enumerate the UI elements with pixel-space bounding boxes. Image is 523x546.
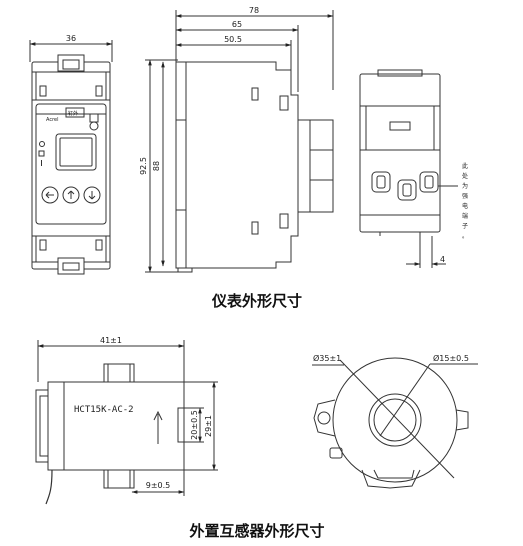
meter-front-dim: 50.5 xyxy=(224,35,242,44)
meter-model-label: 钉外 xyxy=(68,110,78,117)
meter-caption: 仪表外形尺寸 xyxy=(211,292,302,310)
meter-height-inner-dim: 88 xyxy=(152,161,161,171)
ct-front-view xyxy=(312,357,478,489)
svg-text:端: 端 xyxy=(462,212,468,220)
svg-text:此: 此 xyxy=(462,162,468,170)
meter-total-depth-dim: 78 xyxy=(249,6,259,15)
meter-brand: Acrel xyxy=(46,117,59,123)
svg-text:处: 处 xyxy=(462,172,468,180)
ct-h2-dim: 29±1 xyxy=(204,415,213,437)
meter-rear-view xyxy=(359,69,458,268)
svg-text:电: 电 xyxy=(462,202,468,210)
ct-offset-dim: 9±0.5 xyxy=(146,481,171,490)
ct-length-dim: 41±1 xyxy=(100,336,122,345)
ct-h1-dim: 20±0.5 xyxy=(190,410,199,440)
svg-text:。: 。 xyxy=(462,233,468,240)
ct-model-label: HCT15K-AC-2 xyxy=(74,405,134,415)
svg-text:为: 为 xyxy=(462,182,468,190)
meter-front-view xyxy=(29,40,113,275)
ct-side-view xyxy=(35,340,218,505)
svg-text:强: 强 xyxy=(462,193,468,200)
meter-terminal-dim: 4 xyxy=(440,255,445,264)
ct-caption: 外置互感器外形尺寸 xyxy=(188,522,324,540)
meter-height-outer-dim: 92.5 xyxy=(139,157,148,175)
meter-depth-dim: 65 xyxy=(232,20,242,29)
meter-side-view xyxy=(145,10,334,273)
svg-text:子: 子 xyxy=(462,223,468,230)
ct-inner-dia-dim: Ø15±0.5 xyxy=(433,353,469,363)
high-voltage-terminal-note: 此 处 为 强 电 端 子 。 xyxy=(462,162,468,240)
ct-outer-dia-dim: Ø35±1 xyxy=(313,353,341,363)
meter-width-dim: 36 xyxy=(66,34,76,43)
